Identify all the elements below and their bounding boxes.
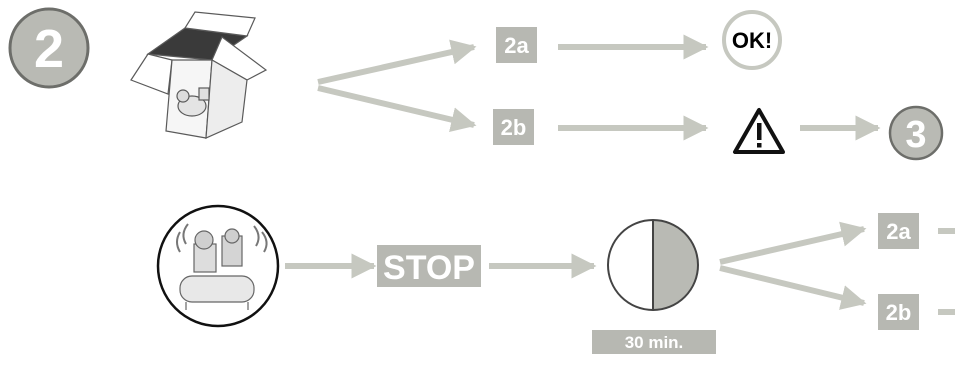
- svg-text:2b: 2b: [886, 300, 912, 325]
- svg-text:2a: 2a: [504, 33, 529, 58]
- wait-time-label: 30 min.: [592, 330, 716, 354]
- running-compressor-icon: [156, 204, 280, 328]
- stop-text: STOP: [383, 249, 475, 287]
- step-number: 2: [34, 19, 64, 79]
- arrow-box-to-2b: [317, 85, 477, 133]
- next-step-number: 3: [905, 114, 926, 156]
- ok-result-badge: OK!: [722, 10, 782, 70]
- next-step-badge: 3: [888, 105, 944, 161]
- step-number-badge: 2: [8, 7, 90, 89]
- wait-time-text: 30 min.: [625, 333, 684, 352]
- row1-arrows: [317, 34, 881, 141]
- arrow-timer-to-2b: [719, 265, 867, 310]
- arrow-timer-to-2a: [719, 221, 867, 265]
- row1-label-2b: 2b: [493, 109, 534, 145]
- warning-triangle-icon: [733, 108, 785, 154]
- half-circle-timer-icon: [607, 219, 699, 311]
- row1-label-2a: 2a: [496, 27, 537, 63]
- open-box-with-compressor-icon: [130, 11, 268, 139]
- arrow-box-to-2a: [317, 39, 477, 85]
- row2-label-2b: 2b: [878, 294, 919, 330]
- row2-label-2a: 2a: [878, 213, 919, 249]
- ok-text: OK!: [732, 28, 772, 53]
- stop-label: STOP: [377, 245, 481, 287]
- row2-arrows: [285, 221, 955, 315]
- svg-text:2b: 2b: [501, 115, 527, 140]
- svg-text:2a: 2a: [886, 219, 911, 244]
